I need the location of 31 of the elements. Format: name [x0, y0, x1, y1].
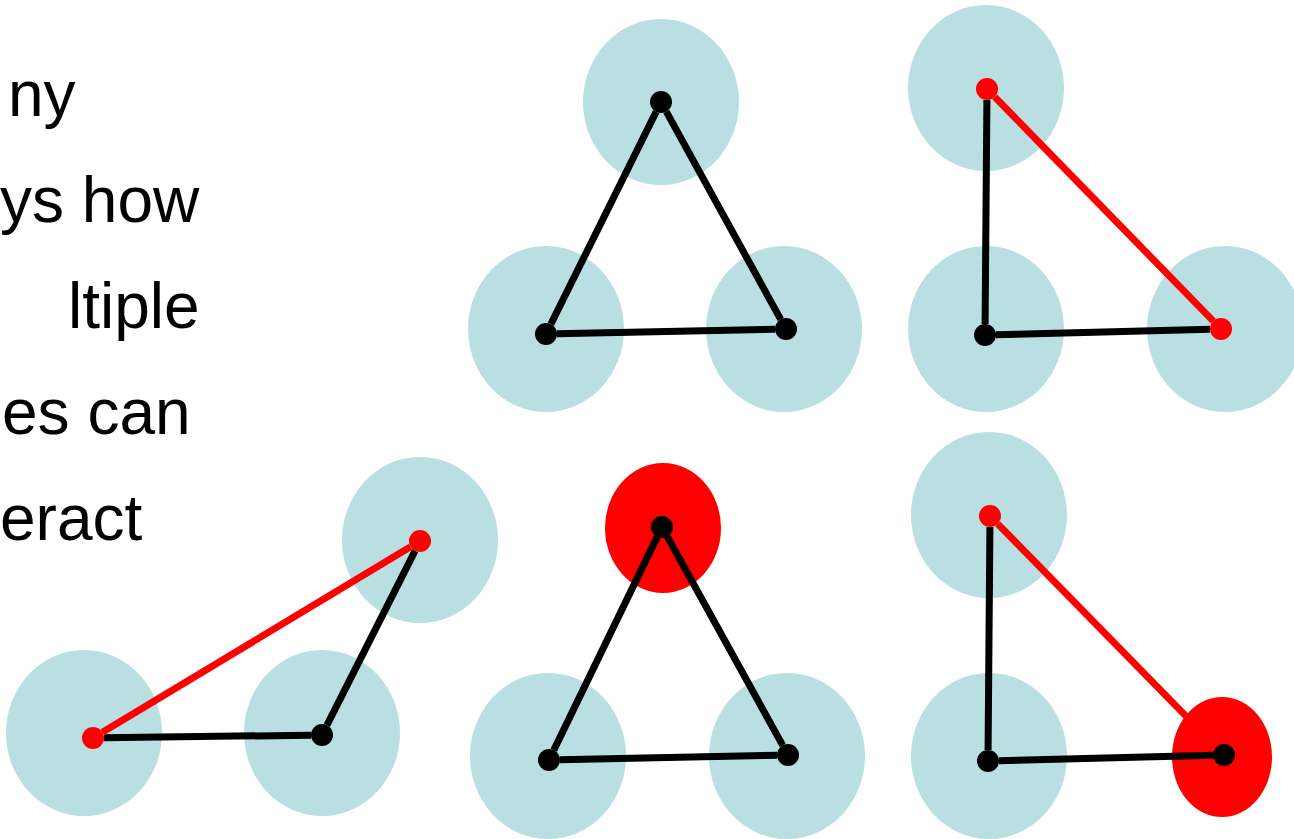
endpoint-dot: [974, 324, 996, 346]
connector-line: [323, 549, 419, 727]
endpoint-dot: [775, 318, 797, 340]
connector-line: [550, 535, 661, 752]
connector-line: [556, 325, 776, 338]
endpoint-dot: [777, 744, 799, 766]
connector-line: [664, 534, 786, 748]
endpoint-dot: [1210, 318, 1232, 340]
text-fragment: eract: [0, 486, 143, 550]
connector-line: [663, 109, 784, 322]
endpoint-dot: [82, 727, 104, 749]
endpoint-dot: [650, 91, 672, 113]
endpoint-dot: [1213, 744, 1235, 766]
endpoint-dot: [409, 530, 431, 552]
endpoint-dot: [538, 749, 560, 771]
connector-line: [559, 751, 778, 764]
connector-line: [998, 751, 1214, 765]
connector-line: [981, 99, 991, 325]
text-fragment: es can: [2, 380, 191, 444]
connector-line: [103, 731, 312, 742]
endpoint-dot: [535, 323, 557, 345]
endpoint-dot: [651, 516, 673, 538]
endpoint-dot: [976, 78, 998, 100]
endpoint-dot: [311, 724, 333, 746]
connector-line: [547, 110, 660, 326]
connector-line: [984, 526, 994, 751]
connector-line: [100, 543, 413, 736]
endpoint-dot: [979, 505, 1001, 527]
connector-line: [995, 325, 1211, 339]
connector-line: [992, 94, 1216, 324]
endpoint-dot: [977, 750, 999, 772]
